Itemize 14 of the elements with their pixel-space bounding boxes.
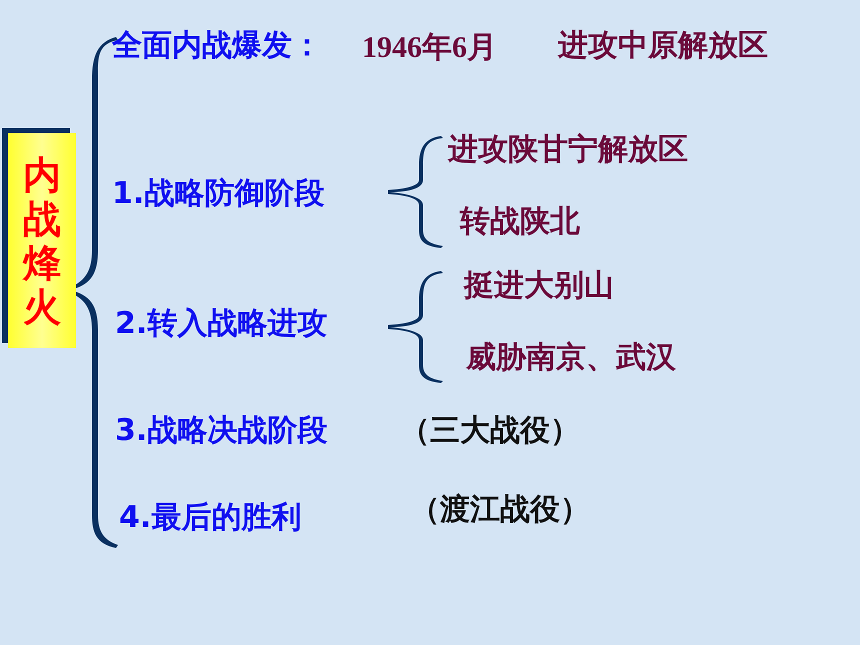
stage-text: 2.转入战略进攻	[115, 306, 328, 342]
heading-text: 全面内战爆发：	[112, 28, 322, 64]
note-text: （三大战役）	[400, 413, 580, 449]
item-text: 转战陕北	[460, 204, 580, 240]
date-text: 1946年6月	[362, 30, 497, 66]
title-box: 内战烽火	[8, 133, 76, 348]
stage-text: 3.战略决战阶段	[115, 413, 328, 449]
stage-text: 4.最后的胜利	[119, 500, 302, 536]
item-text: 挺进大别山	[464, 268, 614, 304]
item-text: 进攻陕甘宁解放区	[448, 132, 688, 168]
note-text: （渡江战役）	[410, 492, 590, 528]
item-text: 进攻中原解放区	[558, 28, 768, 64]
stage-text: 1.战略防御阶段	[112, 176, 324, 212]
item-text: 威胁南京、武汉	[466, 340, 676, 376]
